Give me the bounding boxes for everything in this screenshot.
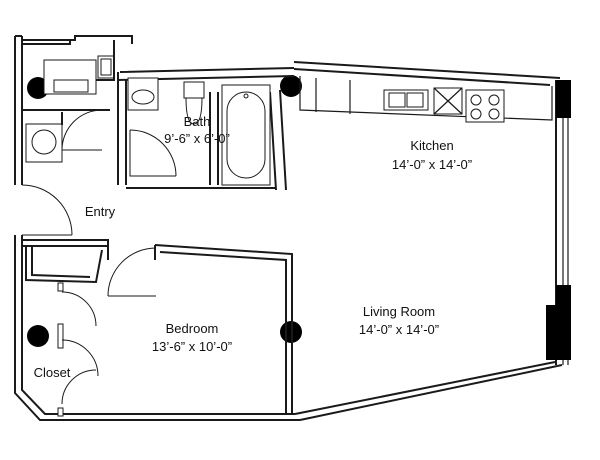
- room-labels: Bath 9’-6” x 6’-0” Kitchen 14’-0” x 14’-…: [34, 114, 473, 380]
- utility-area: [22, 40, 115, 163]
- entry-door: [21, 109, 103, 236]
- living-room-dimensions: 14’-0” x 14’-0”: [359, 322, 439, 337]
- bedroom-dimensions: 13’-6” x 10’-0”: [152, 339, 232, 354]
- entry-label: Entry: [85, 204, 116, 219]
- living-room-label: Living Room: [363, 304, 435, 319]
- window-piers: [546, 80, 571, 360]
- bedroom-label: Bedroom: [166, 321, 219, 336]
- kitchen-label: Kitchen: [410, 138, 453, 153]
- bedroom-walls: [22, 239, 293, 417]
- bath: [117, 67, 295, 191]
- kitchen-dimensions: 14’-0” x 14’-0”: [392, 157, 472, 172]
- bath-label: Bath: [184, 114, 211, 129]
- bath-dimensions: 9’-6” x 6’-0”: [164, 131, 230, 146]
- kitchen-counter: [299, 76, 553, 123]
- closet-label: Closet: [34, 365, 71, 380]
